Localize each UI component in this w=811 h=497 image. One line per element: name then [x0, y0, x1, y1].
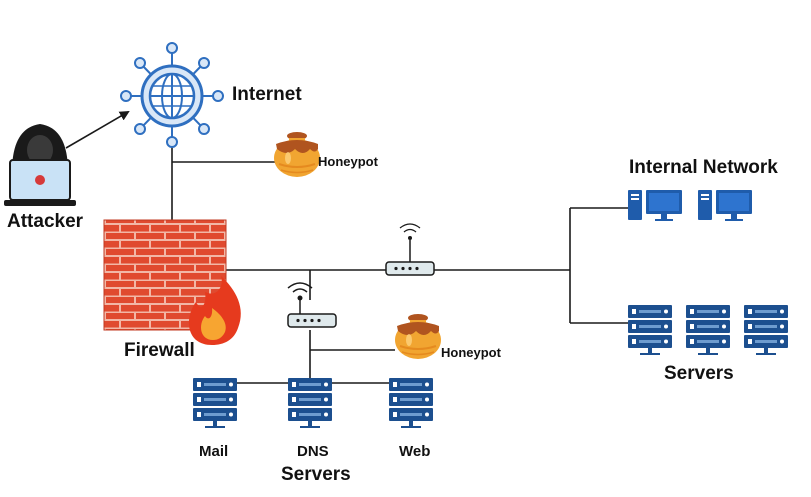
- server-rack-icon: [193, 378, 237, 428]
- desktop-computer-icon: [628, 190, 682, 221]
- attack-arrow: [65, 110, 130, 149]
- internal-network-label: Internal Network: [629, 157, 778, 178]
- web-server-label: Web: [399, 443, 431, 460]
- dns-server-label: DNS: [297, 443, 329, 460]
- honeypot-label: Honeypot: [441, 345, 501, 360]
- server-rack-icon: [744, 305, 788, 355]
- honeypot-label: Honeypot: [318, 154, 378, 169]
- router-icon: [287, 282, 337, 328]
- honeypot-icon: [273, 131, 321, 178]
- internet-label: Internet: [232, 84, 302, 105]
- server-rack-icon: [628, 305, 672, 355]
- flame-icon: [188, 276, 241, 345]
- server-rack-icon: [686, 305, 730, 355]
- servers-label: Servers: [281, 464, 351, 485]
- router-icon: [385, 223, 435, 276]
- firewall-label: Firewall: [124, 340, 195, 361]
- mail-server-label: Mail: [199, 443, 229, 460]
- servers-label: Servers: [664, 363, 734, 384]
- hacker-icon: [4, 124, 76, 206]
- globe-icon: [120, 42, 224, 148]
- server-rack-icon: [288, 378, 332, 428]
- desktop-computer-icon: [698, 190, 752, 221]
- server-rack-icon: [389, 378, 433, 428]
- honeypot-icon: [394, 313, 442, 360]
- attacker-label: Attacker: [7, 211, 84, 232]
